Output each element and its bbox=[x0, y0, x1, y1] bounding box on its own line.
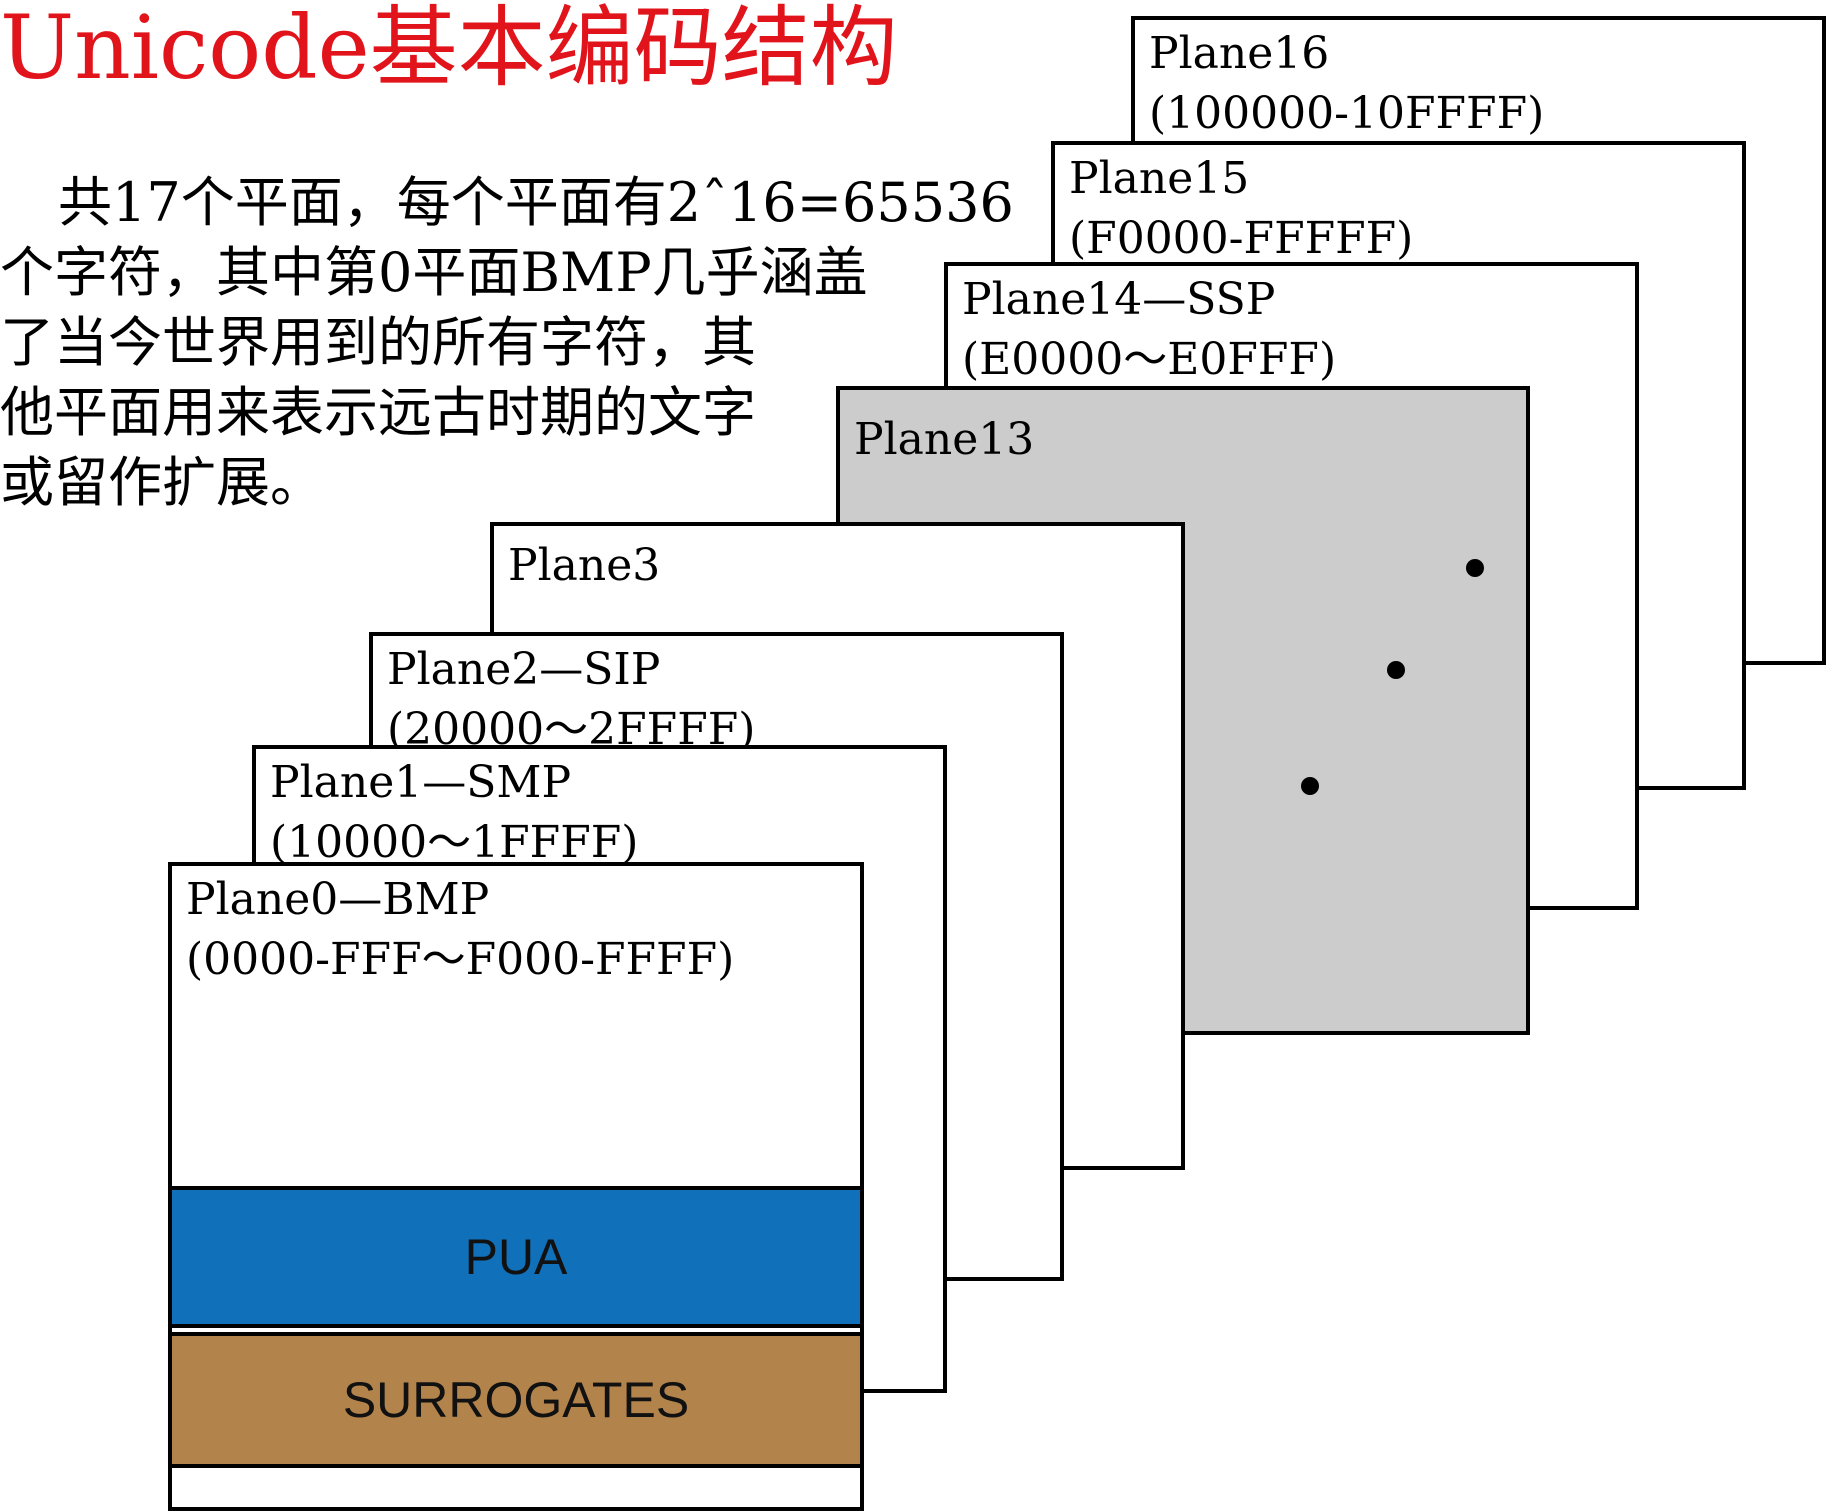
plane2-name: Plane2—SIP bbox=[387, 644, 661, 695]
diagram-title: Unicode基本编码结构 bbox=[0, 0, 898, 99]
plane1-label: Plane1—SMP (10000～1FFFF) bbox=[270, 753, 638, 873]
description-line: 他平面用来表示远古时期的文字 bbox=[0, 381, 756, 444]
plane0-label: Plane0—BMP (0000-FFF～F000-FFFF) bbox=[186, 870, 734, 990]
plane16-label: Plane16 (100000-10FFFF) bbox=[1149, 24, 1544, 144]
plane13-label: Plane13 bbox=[854, 410, 1034, 470]
plane2-label: Plane2—SIP (20000～2FFFF) bbox=[387, 640, 755, 760]
plane15-range: (F0000-FFFFF) bbox=[1069, 213, 1414, 264]
description-line: 个字符，其中第0平面BMP几乎涵盖 bbox=[0, 241, 868, 304]
plane15-label: Plane15 (F0000-FFFFF) bbox=[1069, 149, 1413, 269]
description-text: 共17个平面，每个平面有2ˆ16=65536 个字符，其中第0平面BMP几乎涵盖… bbox=[0, 168, 1014, 518]
plane1-range: (10000～1FFFF) bbox=[270, 817, 639, 868]
plane16-name: Plane16 bbox=[1149, 28, 1330, 79]
plane15-name: Plane15 bbox=[1069, 153, 1250, 204]
ellipsis-dot bbox=[1466, 559, 1484, 577]
description-line: 共17个平面，每个平面有2ˆ16=65536 bbox=[58, 171, 1014, 234]
description-line: 了当今世界用到的所有字符，其 bbox=[0, 311, 756, 374]
plane3-name: Plane3 bbox=[508, 540, 661, 591]
plane14-label: Plane14—SSP (E0000～E0FFF) bbox=[962, 270, 1336, 390]
plane13-name: Plane13 bbox=[854, 414, 1035, 465]
plane0-name: Plane0—BMP bbox=[186, 874, 490, 925]
plane14-name: Plane14—SSP bbox=[962, 274, 1276, 325]
surrogates-region: SURROGATES bbox=[172, 1332, 860, 1468]
plane0-card: Plane0—BMP (0000-FFF～F000-FFFF) PUA SURR… bbox=[168, 862, 864, 1511]
plane14-range: (E0000～E0FFF) bbox=[962, 334, 1337, 385]
ellipsis-dot bbox=[1301, 777, 1319, 795]
pua-region: PUA bbox=[172, 1186, 860, 1328]
plane0-range: (0000-FFF～F000-FFFF) bbox=[186, 934, 735, 985]
plane3-label: Plane3 bbox=[508, 536, 660, 596]
plane1-name: Plane1—SMP bbox=[270, 757, 572, 808]
plane16-range: (100000-10FFFF) bbox=[1149, 88, 1545, 139]
ellipsis-dot bbox=[1387, 661, 1405, 679]
description-line: 或留作扩展。 bbox=[0, 451, 324, 514]
